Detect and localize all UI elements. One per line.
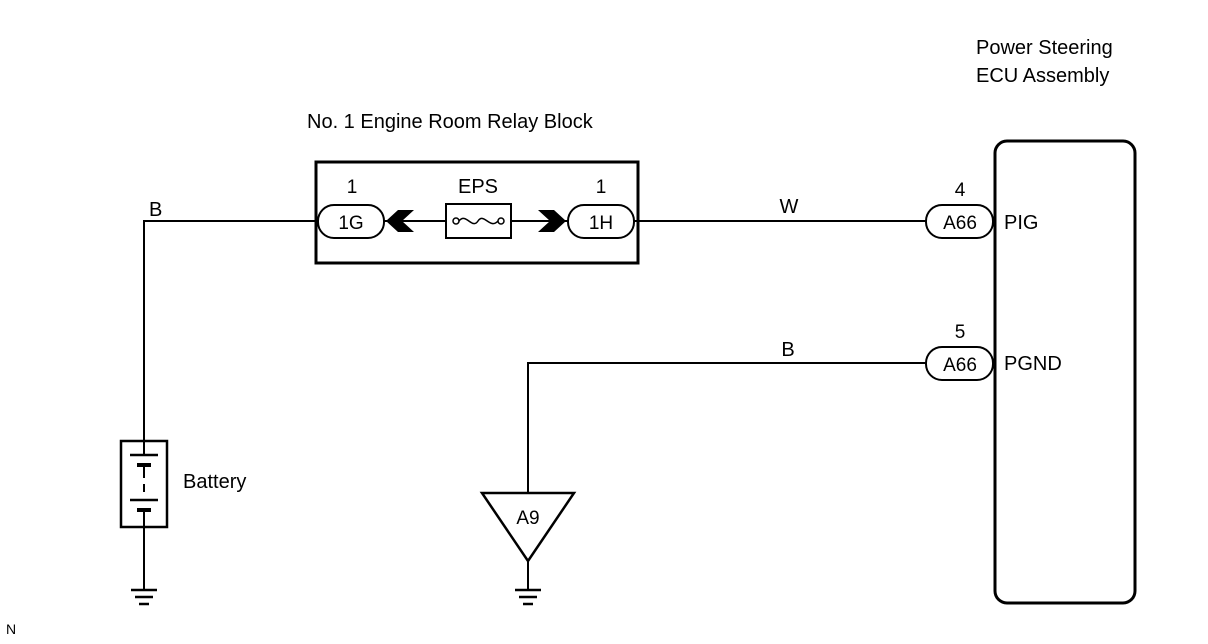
ecu-title-line2: ECU Assembly bbox=[976, 65, 1109, 87]
connector-a66-pig-code: A66 bbox=[943, 213, 977, 234]
fuse-eps-label: EPS bbox=[458, 176, 498, 198]
terminal-pig-pin: 4 bbox=[955, 180, 966, 201]
connector-a66-pig bbox=[925, 204, 994, 239]
wire-pig-feed-color: W bbox=[780, 196, 799, 218]
ground-symbol-icon bbox=[515, 561, 541, 606]
ground-symbol-icon bbox=[131, 527, 157, 606]
wire-ground-feed-color: B bbox=[781, 339, 794, 361]
connector-1g-pin: 1 bbox=[347, 177, 358, 198]
connector-1h-pin: 1 bbox=[596, 177, 607, 198]
wire-ground-feed bbox=[527, 362, 926, 494]
terminal-pgnd-name: PGND bbox=[1004, 353, 1062, 375]
left-arrow-icon bbox=[386, 210, 414, 232]
wire-battery-feed bbox=[143, 220, 318, 442]
fuse-symbol-icon bbox=[452, 217, 505, 225]
footer-mark: N bbox=[6, 621, 16, 637]
wire-battery-feed-color: B bbox=[149, 199, 162, 221]
relay-block-title: No. 1 Engine Room Relay Block bbox=[307, 111, 594, 133]
connector-1h-code: 1H bbox=[589, 213, 613, 234]
terminal-pgnd-pin: 5 bbox=[955, 322, 966, 343]
ecu-title-line1: Power Steering bbox=[976, 37, 1113, 59]
connector-a66-pgnd-code: A66 bbox=[943, 355, 977, 376]
right-arrow-icon bbox=[538, 210, 566, 232]
battery-icon bbox=[119, 439, 169, 529]
ground-point-a9-triangle bbox=[479, 491, 577, 564]
ecu-assembly-body bbox=[993, 139, 1137, 605]
connector-1g-code: 1G bbox=[338, 213, 363, 234]
terminal-pig-name: PIG bbox=[1004, 212, 1038, 234]
battery-label: Battery bbox=[183, 471, 246, 493]
ground-point-a9-code: A9 bbox=[516, 508, 539, 529]
connector-a66-pgnd bbox=[925, 346, 994, 381]
